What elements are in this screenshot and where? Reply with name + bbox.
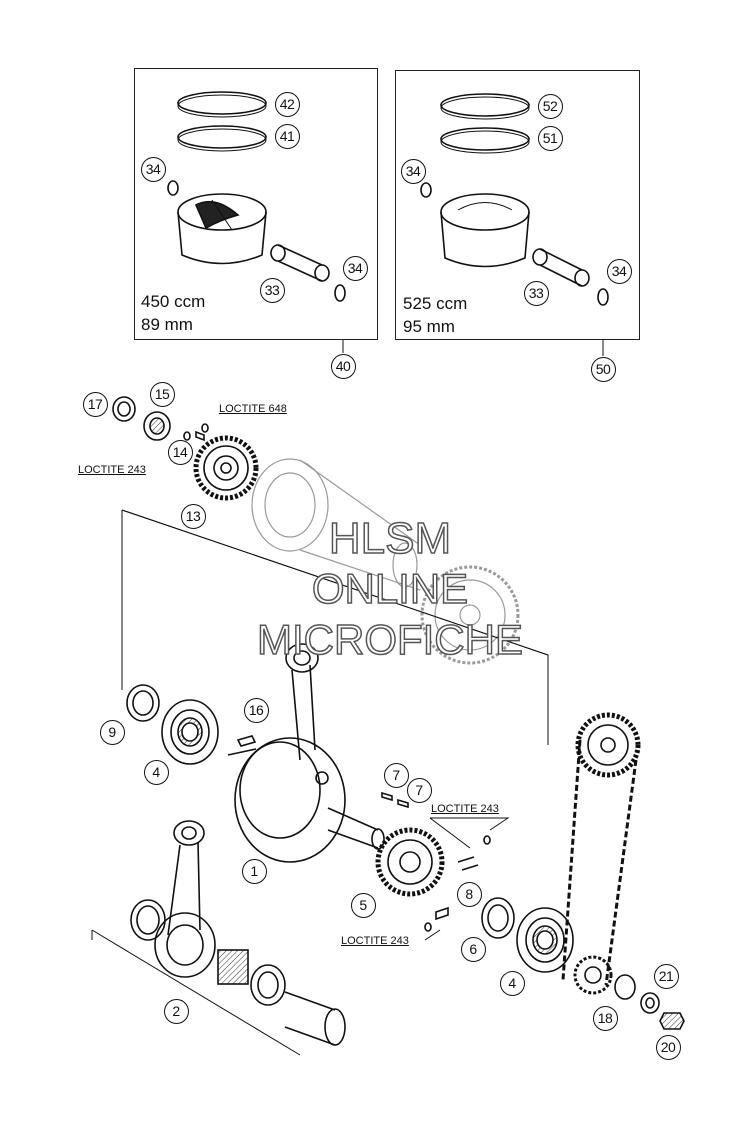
timing-chain-drawing [561,712,685,1030]
callout-33: 33 [523,280,549,306]
crankshaft-drawing [121,509,574,973]
callout-7: 7 [406,777,432,803]
callout-40: 40 [330,353,356,379]
watermark-line: ONLINE [311,564,469,613]
loctite-label: LOCTITE 243 [78,464,146,476]
callout-16: 16 [243,697,269,723]
bore-label: 89 mm [141,315,193,334]
piston-kit-450-spec: 450 ccm 89 mm [141,290,205,336]
callout-34: 34 [342,255,368,281]
callout-13: 13 [180,503,206,529]
loctite-label: LOCTITE 648 [219,403,287,415]
callout-33: 33 [259,277,285,303]
watermark-line: MICROFICHE [256,615,524,664]
callout-17: 17 [82,391,108,417]
callout-9: 9 [99,719,125,745]
callout-50: 50 [590,356,616,382]
watermark-line: HLSM [328,513,452,564]
callout-18: 18 [592,1005,618,1031]
callout-15: 15 [149,381,175,407]
callout-34: 34 [606,258,632,284]
callout-52: 52 [537,93,563,119]
callout-51: 51 [537,125,563,151]
piston-kit-450-drawing [167,91,346,353]
callout-34: 34 [400,158,426,184]
displacement-label: 450 ccm [141,292,206,311]
callout-2: 2 [163,998,189,1024]
bore-label: 95 mm [403,317,455,336]
callout-5: 5 [350,892,376,918]
callout-14: 14 [167,439,193,465]
piston-kit-450-box [134,68,378,340]
piston-kit-525-box [395,70,640,340]
loctite-label: LOCTITE 243 [431,803,499,815]
callout-1: 1 [241,858,267,884]
piston-kit-525-drawing [420,93,609,356]
callout-8: 8 [456,881,482,907]
callout-7: 7 [383,762,409,788]
displacement-label: 525 ccm [403,294,468,313]
callout-42: 42 [274,91,300,117]
callout-6: 6 [460,936,486,962]
balancer-gear-drawing [112,396,520,665]
callout-21: 21 [653,963,679,989]
callout-20: 20 [655,1034,681,1060]
callout-4: 4 [143,759,169,785]
callout-34: 34 [140,156,166,182]
loctite-label: LOCTITE 243 [341,935,409,947]
callout-41: 41 [274,123,300,149]
piston-kit-525-spec: 525 ccm 95 mm [403,292,467,338]
conrod-kit-drawing [91,820,346,1056]
callout-4: 4 [499,970,525,996]
